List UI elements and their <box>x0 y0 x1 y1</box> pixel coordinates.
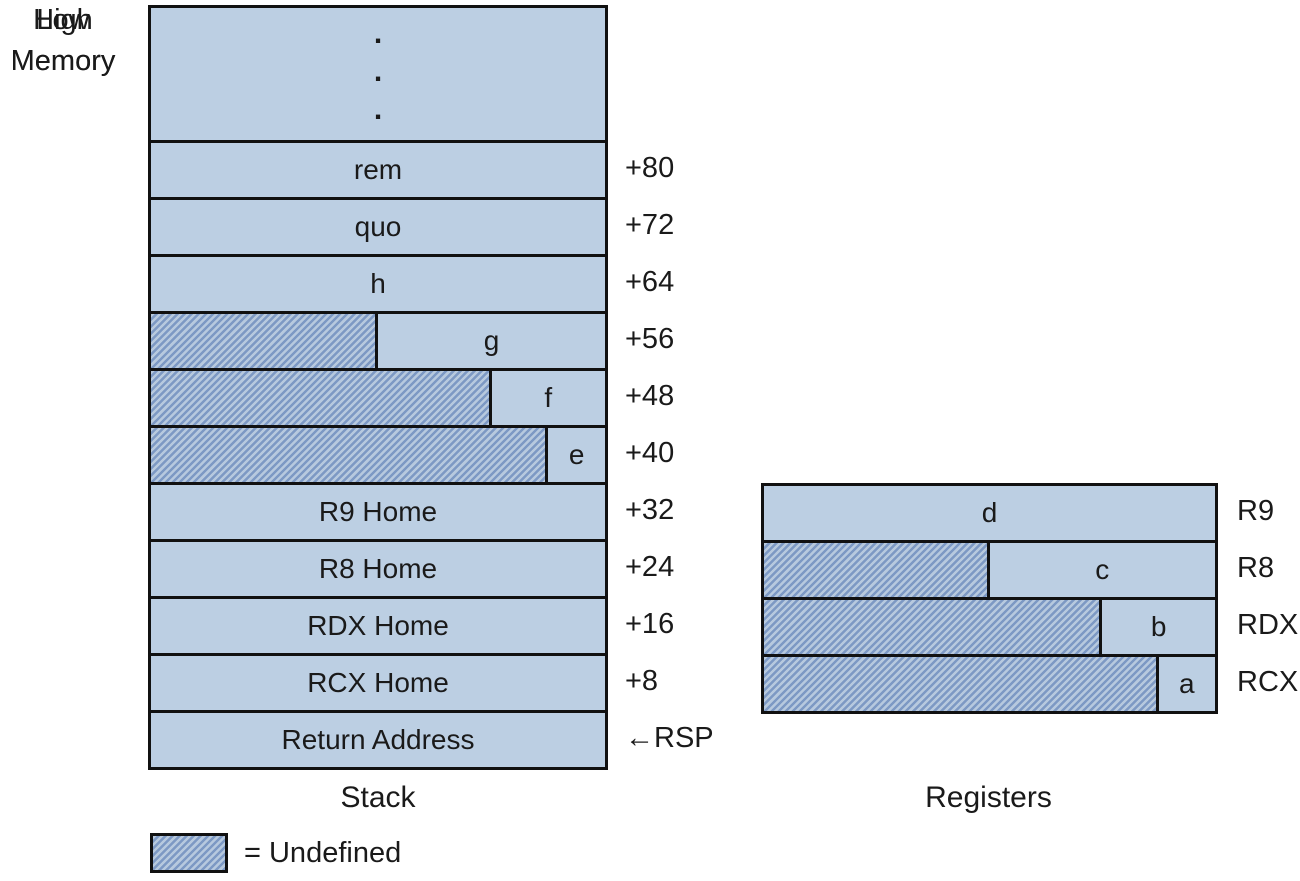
registers-box: d c b a <box>761 483 1218 714</box>
stack-offset: +24 <box>625 551 675 583</box>
stack-offset: +8 <box>625 665 659 697</box>
stack-row-e: e <box>151 425 605 482</box>
stack-offset: +80 <box>625 152 675 184</box>
stack-offset: +16 <box>625 608 675 640</box>
stack-row-quo: quo <box>151 197 605 254</box>
stack-cell-label: rem <box>353 154 403 185</box>
register-name-label: R9 <box>1237 495 1275 527</box>
stack-cell-label: h <box>370 268 386 299</box>
stack-cell-label: quo <box>354 211 402 242</box>
stack-offset: +32 <box>625 494 675 526</box>
stack-cell-label: Return Address <box>281 724 475 755</box>
stack-row-r9-home: R9 Home <box>151 482 605 539</box>
stack-cell-label: e <box>568 439 585 470</box>
register-name-label: RDX <box>1237 609 1299 641</box>
legend: = Undefined <box>150 833 401 873</box>
high-memory-label: High Memory <box>10 4 116 78</box>
stack-cell-label: R9 Home <box>318 496 438 527</box>
stack-title: Stack <box>340 781 416 814</box>
stack-offset: +48 <box>625 380 675 412</box>
stack-row-rem: rem <box>151 140 605 197</box>
stack-cell-label: R8 Home <box>318 553 438 584</box>
register-row-r9: d <box>764 486 1215 540</box>
stack-row-f: f <box>151 368 605 425</box>
undefined-hatch-swatch <box>150 833 228 873</box>
rsp-pointer-label: ←RSP <box>625 722 714 754</box>
stack-cell-label: f <box>544 382 553 413</box>
stack-row-g: g <box>151 311 605 368</box>
stack-box: . . . rem quo h g f e R9 Home R8 Home <box>148 5 608 770</box>
undefined-region <box>764 600 1103 654</box>
undefined-region <box>151 314 378 368</box>
stack-cell-label: RDX Home <box>307 610 449 641</box>
ellipsis-dot: . <box>373 55 383 88</box>
register-value-label: c <box>1095 554 1110 585</box>
stack-offset: +64 <box>625 266 675 298</box>
register-name-label: RCX <box>1237 666 1299 698</box>
register-row-rcx: a <box>764 654 1215 711</box>
stack-row-h: h <box>151 254 605 311</box>
register-value-label: b <box>1150 611 1167 642</box>
stack-ellipsis-cell: . . . <box>151 8 605 140</box>
register-value-label: a <box>1179 668 1195 699</box>
stack-cell-label: RCX Home <box>307 667 449 698</box>
low-memory-label: Low Memory <box>10 4 116 78</box>
ellipsis-dot: . <box>373 93 383 126</box>
stack-row-rcx-home: RCX Home <box>151 653 605 710</box>
undefined-region <box>764 657 1159 711</box>
stack-row-r8-home: R8 Home <box>151 539 605 596</box>
undefined-region <box>764 543 990 597</box>
stack-row-return-address: Return Address <box>151 710 605 767</box>
stack-cell-label: g <box>483 325 500 356</box>
registers-title: Registers <box>925 781 1052 814</box>
stack-offset: +72 <box>625 209 675 241</box>
legend-text: = Undefined <box>244 836 402 869</box>
register-row-rdx: b <box>764 597 1215 654</box>
undefined-region <box>151 371 492 425</box>
stack-row-rdx-home: RDX Home <box>151 596 605 653</box>
undefined-region <box>151 428 549 482</box>
stack-offset: +56 <box>625 323 675 355</box>
register-row-r8: c <box>764 540 1215 597</box>
ellipsis-dot: . <box>373 17 383 50</box>
register-value-label: d <box>981 497 998 528</box>
stack-offset: +40 <box>625 437 675 469</box>
register-name-label: R8 <box>1237 552 1275 584</box>
